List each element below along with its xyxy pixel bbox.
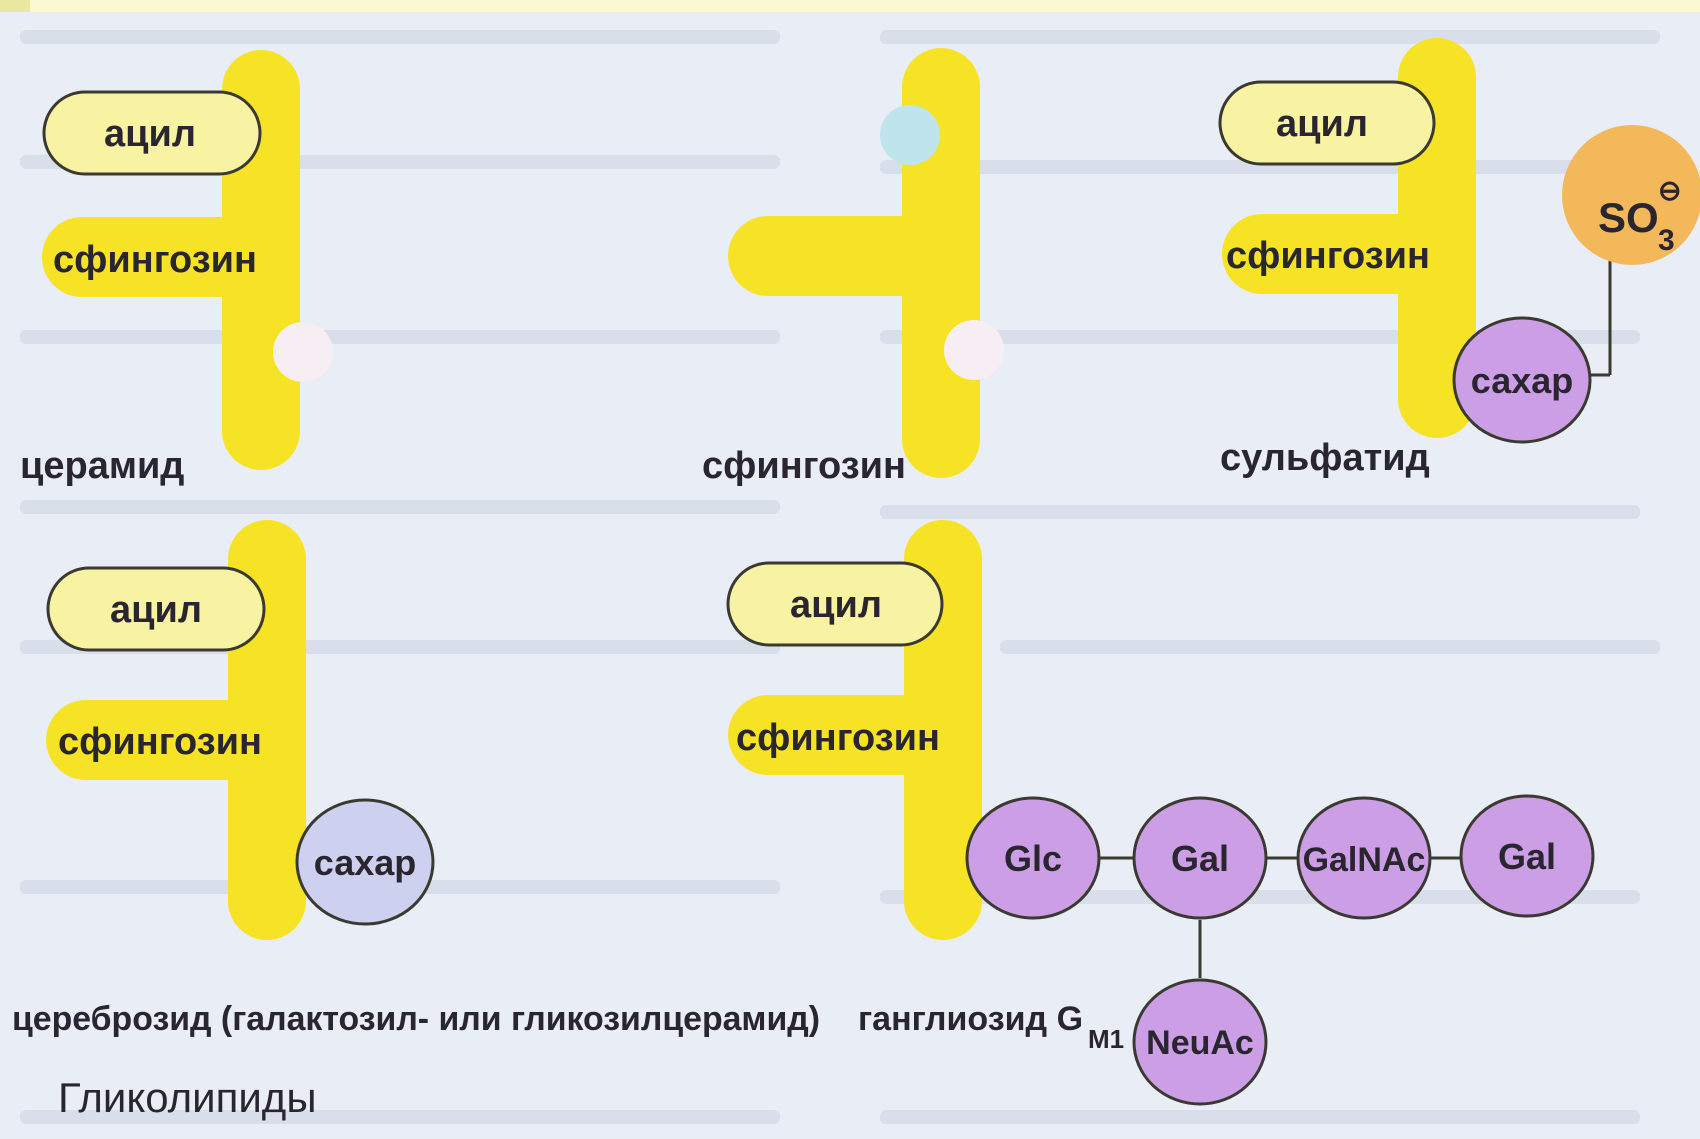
ganglioside-subscript: M1 — [1088, 1024, 1124, 1054]
sugar-node — [295, 798, 435, 926]
sugar-label-galnac: GalNAc — [1303, 841, 1426, 879]
acyl-chain — [726, 561, 944, 647]
panel-cerebroside: ацил сфингозин сахар цереброзид (галакто… — [12, 520, 820, 1038]
sugar-node-gal — [1132, 796, 1268, 920]
sphingosine-arm — [42, 217, 278, 297]
sphingosine-label: сфингозин — [58, 721, 262, 763]
acyl-label: ацил — [790, 584, 882, 626]
acyl-label: ацил — [1276, 103, 1368, 145]
head-group-placeholder — [273, 322, 333, 382]
ganglioside-title: ганглиозид G — [858, 1000, 1083, 1038]
top-band — [0, 0, 1700, 12]
amino-group-placeholder — [880, 105, 940, 165]
sulfate-subscript: 3 — [1658, 224, 1675, 257]
figure-caption: Гликолипиды — [58, 1074, 317, 1121]
sugar-node-glc — [965, 796, 1101, 920]
acyl-chain — [1218, 80, 1436, 166]
sugar-label-neuac: NeuAc — [1146, 1024, 1254, 1062]
sugar-label-glc: Glc — [1004, 838, 1062, 879]
acyl-chain — [46, 566, 266, 652]
sphingosine-arm — [46, 700, 284, 780]
cerebroside-title: цереброзид (галактозил- или гликозилцера… — [12, 1000, 820, 1038]
sulfate-group — [1562, 125, 1700, 265]
sphingosine-title: сфингозин — [702, 445, 906, 487]
sugar-node — [1452, 316, 1592, 444]
sugar-label-gal-terminal: Gal — [1498, 836, 1556, 877]
ceramide-title: церамид — [20, 445, 184, 487]
sugar-node-gal-terminal — [1459, 794, 1595, 918]
head-group-placeholder — [944, 320, 1004, 380]
sphingosine-arm — [728, 216, 960, 296]
sugar-label-gal: Gal — [1171, 838, 1229, 879]
sphingosine-label: сфингозин — [1226, 235, 1430, 277]
sphingosine-arm — [1222, 214, 1454, 294]
acyl-chain — [42, 90, 262, 176]
sulfatide-title: сульфатид — [1220, 437, 1430, 479]
panel-sulfatide: ацил сфингозин сахар SO 3 ⊖ сульфатид — [1218, 38, 1700, 479]
sphingosine-arm — [728, 695, 960, 775]
sulfate-label: SO — [1598, 194, 1659, 241]
acyl-label: ацил — [110, 589, 202, 631]
sugar-label: сахар — [314, 842, 417, 883]
sphingosine-label: сфингозин — [736, 717, 940, 759]
panel-sphingosine: сфингозин — [702, 48, 1004, 487]
acyl-label: ацил — [104, 113, 196, 155]
sulfate-charge: ⊖ — [1658, 175, 1681, 206]
sugar-node-galnac — [1296, 796, 1432, 920]
sugar-node-neuac — [1132, 978, 1268, 1106]
panel-ceramide: ацил сфингозин церамид — [20, 50, 333, 487]
top-left-marker — [0, 0, 30, 12]
sugar-label: сахар — [1471, 360, 1574, 401]
panel-ganglioside: ацил сфингозин Glc Gal GalNAc Gal NeuAc … — [726, 520, 1595, 1106]
sphingosine-label: сфингозин — [53, 239, 257, 281]
